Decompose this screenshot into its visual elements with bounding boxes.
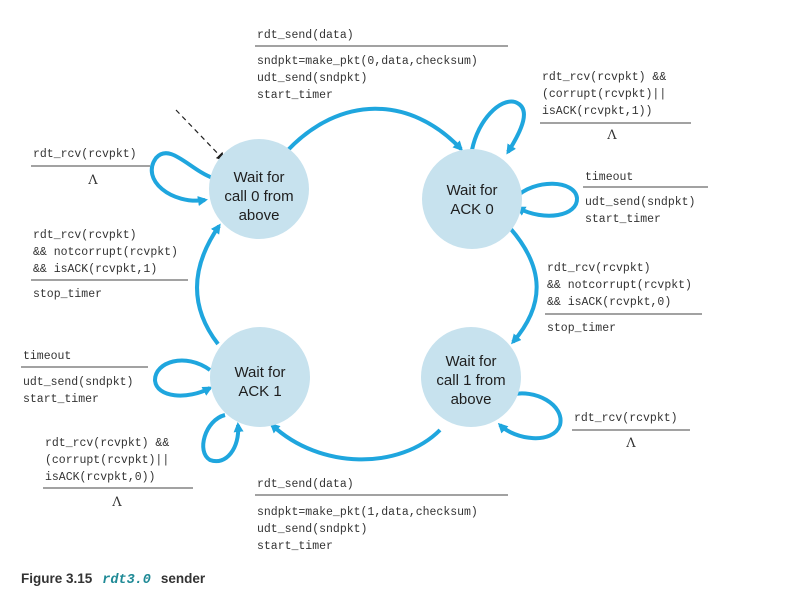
svg-text:Λ: Λ — [606, 128, 617, 143]
label-ack1-to-call0: rdt_rcv(rcvpkt) && notcorrupt(rcvpkt) &&… — [31, 229, 188, 301]
svg-text:start_timer: start_timer — [23, 393, 99, 406]
label-ack0-self-corrupt: rdt_rcv(rcvpkt) && (corrupt(rcvpkt)|| is… — [540, 71, 691, 143]
svg-text:Wait for: Wait for — [446, 182, 497, 199]
svg-text:udt_send(sndpkt): udt_send(sndpkt) — [257, 72, 367, 85]
state-wait-ack1: Wait for ACK 1 — [210, 327, 310, 427]
svg-text:rdt_rcv(rcvpkt): rdt_rcv(rcvpkt) — [574, 412, 678, 425]
svg-text:rdt_rcv(rcvpkt): rdt_rcv(rcvpkt) — [33, 148, 137, 161]
svg-text:sndpkt=make_pkt(1,data,checksu: sndpkt=make_pkt(1,data,checksum) — [257, 506, 478, 519]
label-ack0-to-call1: rdt_rcv(rcvpkt) && notcorrupt(rcvpkt) &&… — [545, 262, 702, 335]
svg-text:rdt_rcv(rcvpkt): rdt_rcv(rcvpkt) — [33, 229, 137, 242]
svg-text:ACK 0: ACK 0 — [450, 201, 493, 218]
label-ack0-timeout: timeout udt_send(sndpkt) start_timer — [583, 171, 708, 226]
svg-text:stop_timer: stop_timer — [33, 288, 102, 301]
svg-text:rdt_rcv(rcvpkt) &&: rdt_rcv(rcvpkt) && — [542, 71, 666, 84]
svg-text:ACK 1: ACK 1 — [238, 383, 281, 400]
label-call1-to-ack1: rdt_send(data) sndpkt=make_pkt(1,data,ch… — [255, 478, 508, 553]
svg-text:udt_send(sndpkt): udt_send(sndpkt) — [23, 376, 133, 389]
svg-text:rdt_rcv(rcvpkt): rdt_rcv(rcvpkt) — [547, 262, 651, 275]
loop-call0 — [149, 151, 214, 206]
arrow-call0-to-ack0 — [285, 106, 464, 153]
svg-text:&& notcorrupt(rcvpkt): && notcorrupt(rcvpkt) — [33, 246, 178, 259]
label-call1-self: rdt_rcv(rcvpkt) Λ — [572, 412, 690, 451]
loop-ack1-corrupt — [201, 413, 244, 464]
label-call0-self: rdt_rcv(rcvpkt) Λ — [31, 148, 150, 188]
svg-text:&& isACK(rcvpkt,0): && isACK(rcvpkt,0) — [547, 296, 671, 309]
svg-text:rdt_send(data): rdt_send(data) — [257, 29, 354, 42]
svg-text:Wait for: Wait for — [233, 169, 284, 186]
label-call0-to-ack0: rdt_send(data) sndpkt=make_pkt(0,data,ch… — [255, 29, 508, 102]
svg-text:Λ: Λ — [87, 173, 98, 188]
initial-state-arrow — [175, 109, 226, 162]
svg-text:start_timer: start_timer — [585, 213, 661, 226]
svg-text:Wait for: Wait for — [445, 353, 496, 370]
caption-code: rdt3.0 — [102, 573, 151, 588]
caption-suffix: sender — [161, 571, 206, 586]
svg-text:start_timer: start_timer — [257, 89, 333, 102]
svg-text:above: above — [239, 207, 280, 224]
svg-text:udt_send(sndpkt): udt_send(sndpkt) — [585, 196, 695, 209]
svg-text:Λ: Λ — [111, 495, 122, 510]
state-wait-call1: Wait for call 1 from above — [421, 327, 521, 427]
svg-text:timeout: timeout — [585, 171, 633, 184]
arrow-ack1-to-call0 — [195, 223, 221, 346]
svg-text:timeout: timeout — [23, 350, 71, 363]
loop-ack0-timeout — [513, 181, 580, 218]
svg-text:(corrupt(rcvpkt)||: (corrupt(rcvpkt)|| — [542, 88, 666, 101]
svg-text:above: above — [451, 391, 492, 408]
svg-text:Wait for: Wait for — [234, 364, 285, 381]
svg-text:call 1 from: call 1 from — [436, 372, 505, 389]
svg-text:isACK(rcvpkt,0)): isACK(rcvpkt,0)) — [45, 471, 155, 484]
loop-ack0-corrupt — [470, 99, 526, 155]
figure-caption: Figure 3.15 rdt3.0 sender — [21, 570, 206, 588]
svg-text:sndpkt=make_pkt(0,data,checksu: sndpkt=make_pkt(0,data,checksum) — [257, 55, 478, 68]
loop-call1 — [497, 391, 563, 441]
svg-text:rdt_rcv(rcvpkt) &&: rdt_rcv(rcvpkt) && — [45, 437, 169, 450]
caption-label: Figure 3.15 — [21, 571, 93, 586]
svg-text:rdt_send(data): rdt_send(data) — [257, 478, 354, 491]
arrow-call1-to-ack1 — [269, 422, 442, 462]
arrow-ack0-to-call1 — [508, 226, 539, 345]
svg-text:Λ: Λ — [625, 436, 636, 451]
svg-text:&& notcorrupt(rcvpkt): && notcorrupt(rcvpkt) — [547, 279, 692, 292]
svg-text:(corrupt(rcvpkt)||: (corrupt(rcvpkt)|| — [45, 454, 169, 467]
svg-text:Figure 3.15 rdt3.0: Figure 3.15 rdt3.0 sender — [21, 570, 206, 588]
svg-text:&& isACK(rcvpkt,1): && isACK(rcvpkt,1) — [33, 263, 157, 276]
svg-text:start_timer: start_timer — [257, 540, 333, 553]
state-wait-call0: Wait for call 0 from above — [209, 139, 309, 239]
svg-text:stop_timer: stop_timer — [547, 322, 616, 335]
label-ack1-timeout: timeout udt_send(sndpkt) start_timer — [21, 350, 148, 406]
loop-ack1-timeout — [152, 358, 213, 398]
svg-text:udt_send(sndpkt): udt_send(sndpkt) — [257, 523, 367, 536]
state-wait-ack0: Wait for ACK 0 — [422, 149, 522, 249]
label-ack1-self-corrupt: rdt_rcv(rcvpkt) && (corrupt(rcvpkt)|| is… — [43, 437, 193, 510]
svg-text:call 0 from: call 0 from — [224, 188, 293, 205]
svg-text:isACK(rcvpkt,1)): isACK(rcvpkt,1)) — [542, 105, 652, 118]
